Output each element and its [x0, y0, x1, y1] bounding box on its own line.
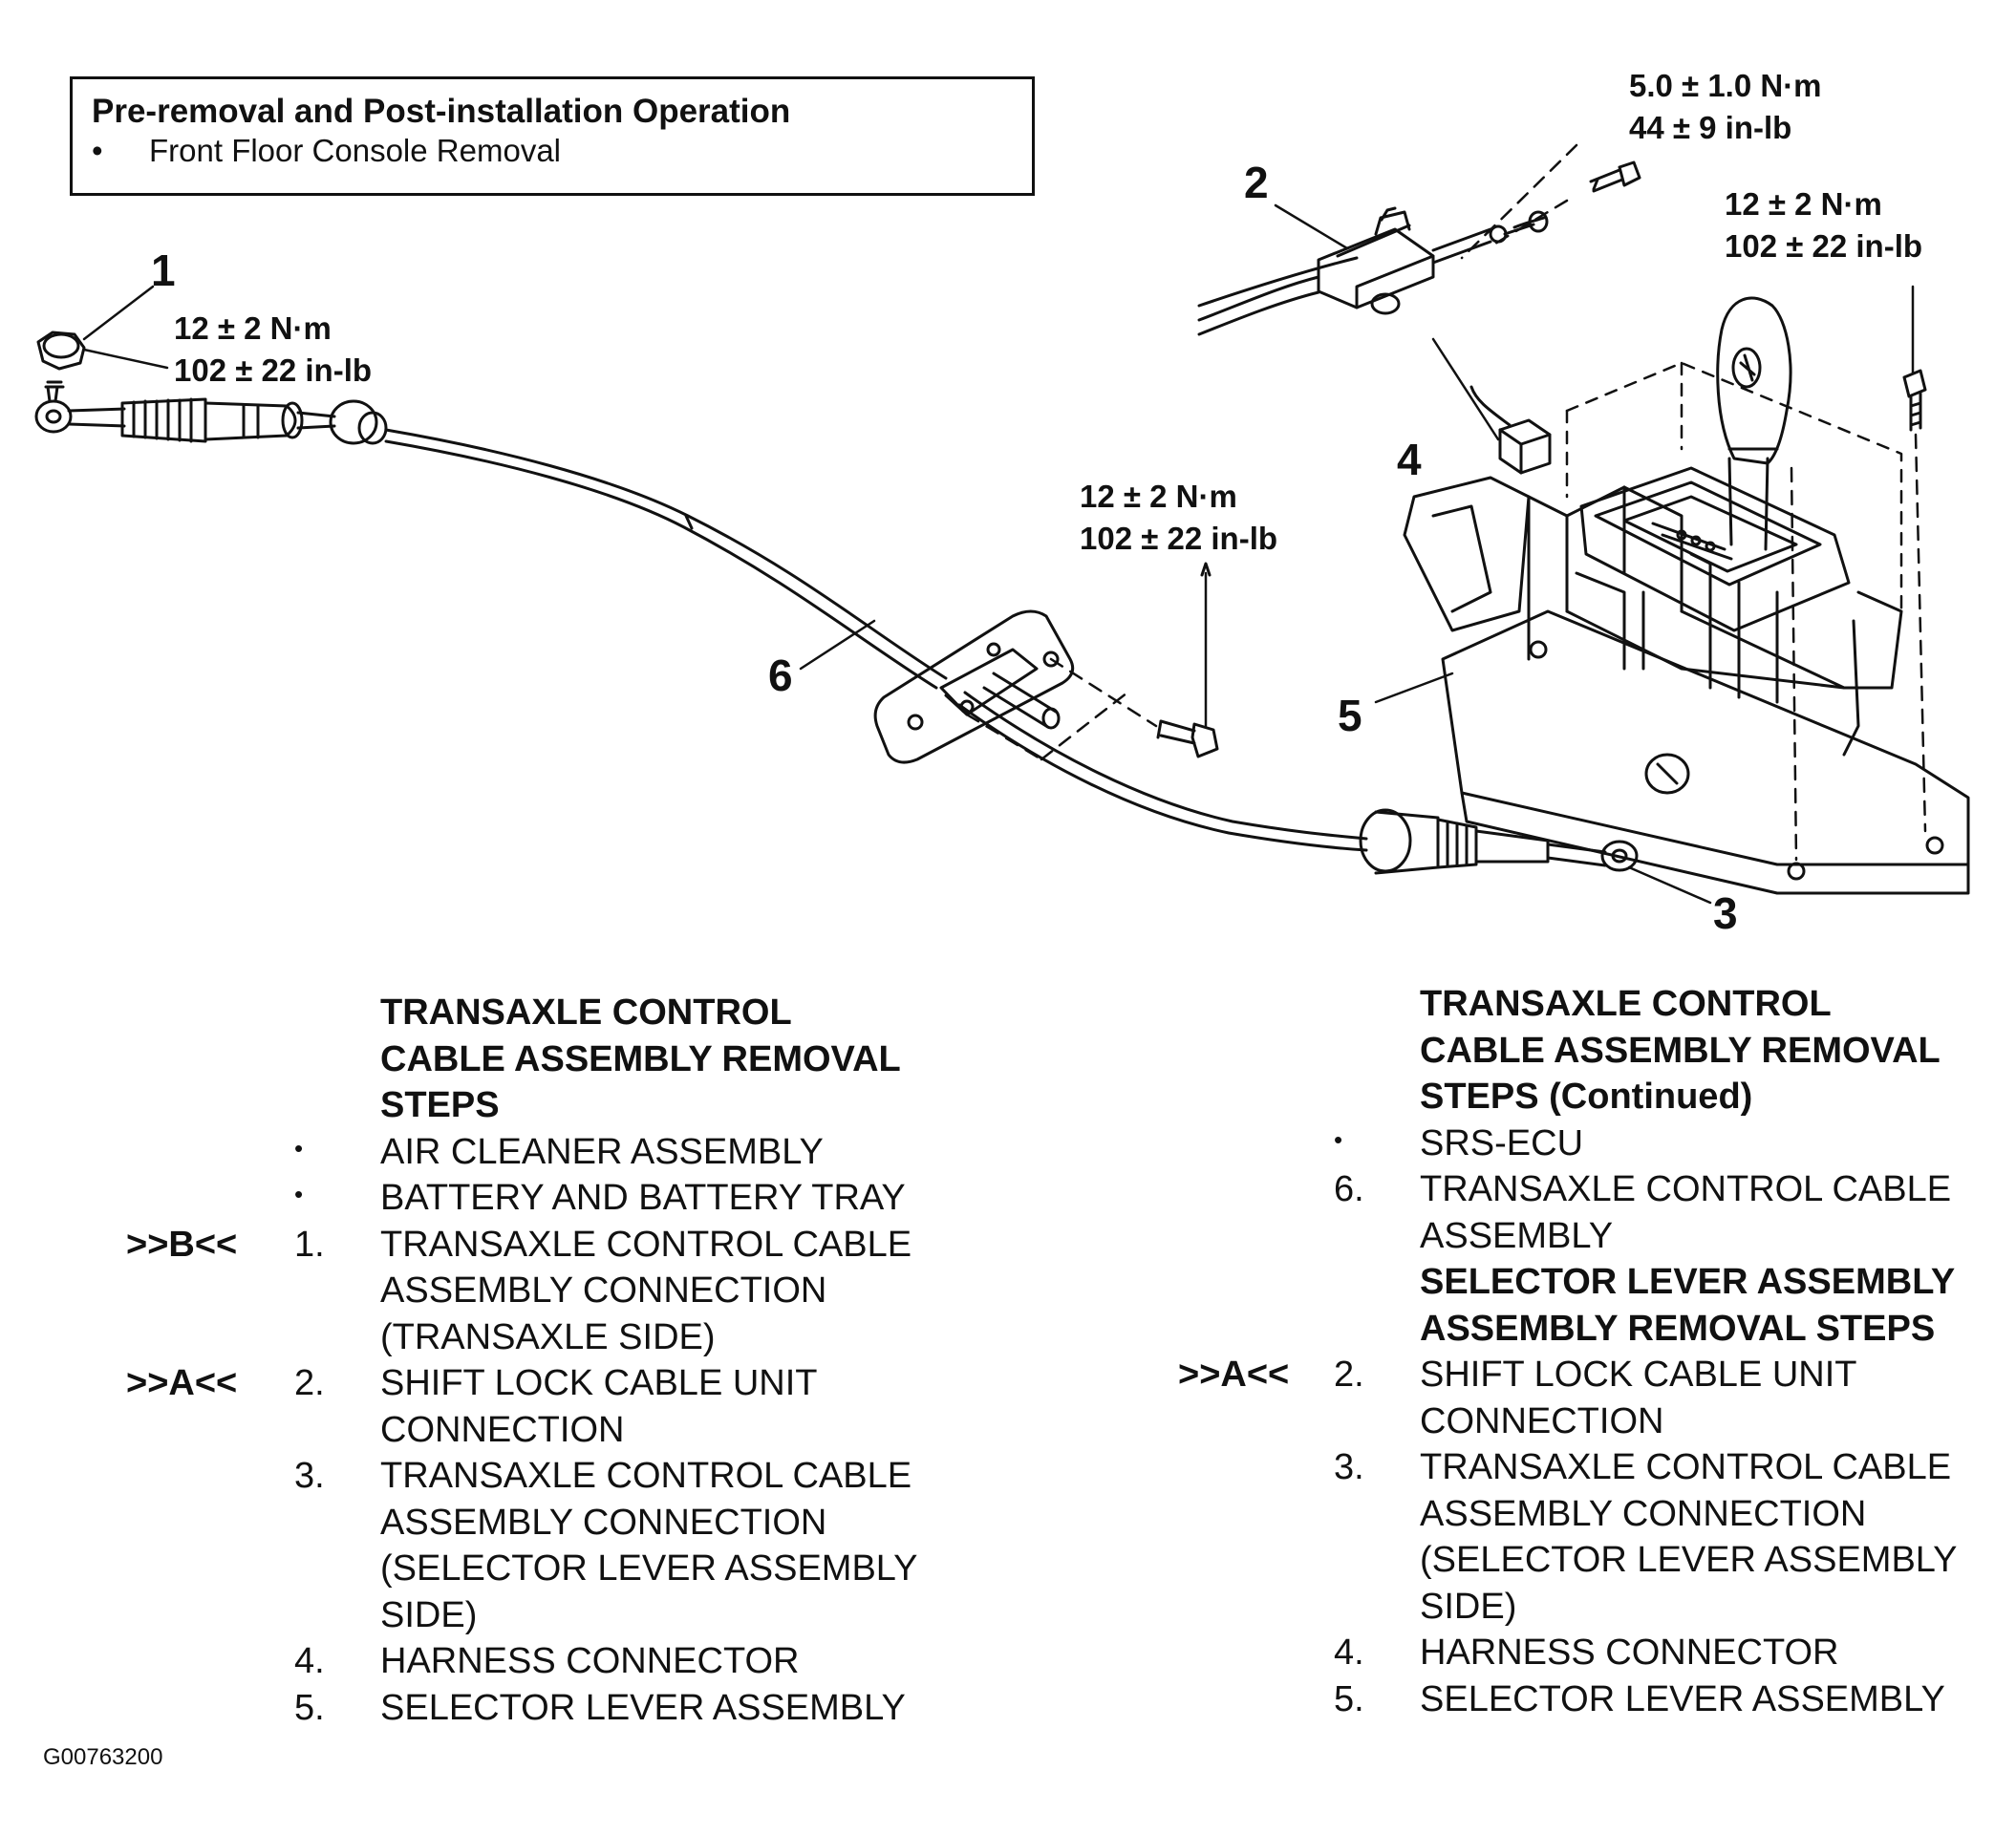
list-item: >>A<< 2. SHIFT LOCK CABLE UNIT CONNECTIO… — [1178, 1352, 2003, 1444]
callout-2: 2 — [1244, 158, 1269, 207]
list-item: • BATTERY AND BATTERY TRAY — [294, 1178, 906, 1218]
cable-bracket — [873, 609, 1075, 764]
list-item: 5. SELECTOR LEVER ASSEMBLY — [1334, 1678, 1945, 1719]
harness-connector — [1469, 385, 1552, 475]
bracket-bolt — [1156, 562, 1219, 758]
ref-tag: >>A<< — [1178, 1355, 1290, 1395]
list-item: 6. TRANSAXLE CONTROL CABLE ASSEMBLY — [1334, 1169, 1952, 1256]
right-steps: TRANSAXLE CONTROL CABLE ASSEMBLY REMOVAL… — [1178, 981, 2003, 1722]
leader-lines — [82, 143, 1927, 905]
list-item: 5. SELECTOR LEVER ASSEMBLY — [294, 1687, 906, 1728]
control-cable — [34, 380, 1639, 875]
callout-6: 6 — [768, 651, 793, 700]
left-heading: TRANSAXLE CONTROL CABLE ASSEMBLY REMOVAL… — [380, 992, 901, 1125]
callout-1: 1 — [151, 245, 176, 295]
torque-bolt-2: 5.0 ± 1.0 N·m 44 ± 9 in-lb — [1629, 68, 1822, 145]
figure-id: G00763200 — [43, 1744, 163, 1770]
selector-lever-assembly — [1403, 296, 1970, 895]
list-item: 4. HARNESS CONNECTOR — [1334, 1632, 1839, 1673]
callout-3: 3 — [1713, 888, 1738, 938]
list-item: >>A<< 2. SHIFT LOCK CABLE UNIT CONNECTIO… — [126, 1360, 973, 1453]
torque-bracket-bolt: 12 ± 2 N·m 102 ± 22 in-lb — [1080, 479, 1278, 556]
list-item: >>B<< 1. TRANSAXLE CONTROL CABLE ASSEMBL… — [126, 1222, 973, 1361]
list-item: 3. TRANSAXLE CONTROL CABLE ASSEMBLY CONN… — [294, 1456, 918, 1635]
callout-5: 5 — [1338, 691, 1362, 740]
right-heading-selector: SELECTOR LEVER ASSEMBLY ASSEMBLY REMOVAL… — [1420, 1262, 1956, 1349]
ref-tag: >>B<< — [126, 1224, 238, 1265]
ref-tag: >>A<< — [126, 1363, 238, 1403]
left-steps: TRANSAXLE CONTROL CABLE ASSEMBLY REMOVAL… — [126, 990, 973, 1731]
torque-nut-1: 12 ± 2 N·m 102 ± 22 in-lb — [174, 310, 373, 388]
shift-lock-cable-unit — [1197, 206, 1549, 336]
right-heading: TRANSAXLE CONTROL CABLE ASSEMBLY REMOVAL… — [1420, 984, 1941, 1117]
callout-4: 4 — [1397, 435, 1422, 484]
pre-removal-box: Pre-removal and Post-installation Operat… — [70, 76, 1035, 196]
list-item: 3. TRANSAXLE CONTROL CABLE ASSEMBLY CONN… — [1334, 1447, 1958, 1627]
nut-part1 — [36, 331, 86, 371]
list-item: • SRS-ECU — [1334, 1122, 1584, 1163]
pre-removal-title: Pre-removal and Post-installation Operat… — [92, 93, 791, 130]
list-item: • AIR CLEANER ASSEMBLY — [294, 1131, 824, 1172]
selector-lever-bolt — [1902, 369, 1927, 432]
list-item: 4. HARNESS CONNECTOR — [294, 1641, 800, 1681]
shift-lock-bolt — [1589, 160, 1641, 193]
torque-selector-bolt: 12 ± 2 N·m 102 ± 22 in-lb — [1725, 186, 1923, 264]
pre-removal-item: •Front Floor Console Removal — [92, 133, 561, 168]
